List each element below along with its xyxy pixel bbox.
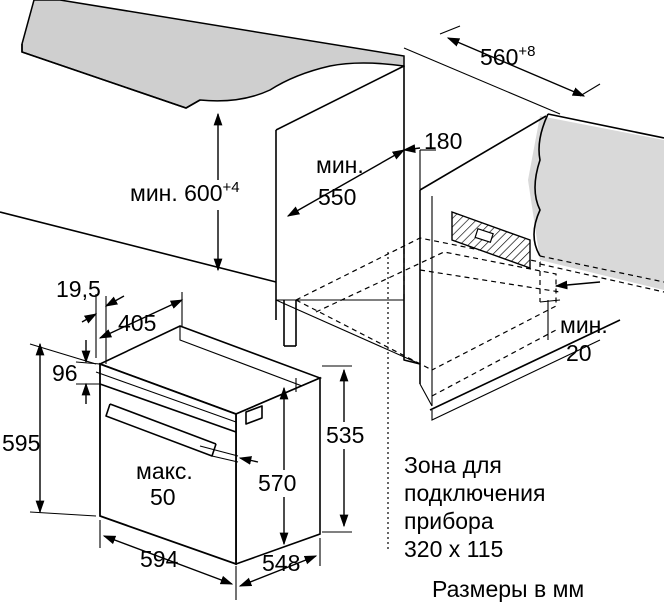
- side-gap-label-line1: мин.: [560, 312, 608, 338]
- connection-zone-line3: прибора: [404, 508, 494, 535]
- total-height-label: 595: [2, 430, 41, 456]
- right-cabinet: [528, 113, 664, 293]
- connection-zone-line1: Зона для: [404, 452, 502, 479]
- niche-housing: [0, 47, 621, 421]
- niche-depth-label-line2: 550: [318, 184, 357, 210]
- top-height-label: 96: [52, 360, 78, 386]
- niche-height-label: мин. 600+4: [130, 179, 242, 210]
- niche-width-label: 560+8: [480, 43, 536, 70]
- total-width-label: 594: [140, 546, 179, 572]
- inner-height-label: 570: [258, 470, 297, 497]
- max-gap-label-line1: макс.: [136, 458, 193, 485]
- connection-zone-line4: 320 x 115: [404, 536, 504, 563]
- body-height-label: 535: [326, 422, 365, 449]
- units-note: Размеры в мм: [432, 576, 585, 602]
- connection-zone: [387, 211, 531, 550]
- countertop: [21, 0, 405, 109]
- frame-offset-label: 19,5: [56, 276, 101, 302]
- side-gap-label-line2: 20: [566, 340, 592, 366]
- total-depth-label: 548: [262, 550, 301, 576]
- niche-depth-label-line1: мин.: [316, 152, 364, 178]
- top-depth-label: 405: [118, 310, 157, 336]
- rear-gap-label: 180: [424, 128, 463, 154]
- oven: [95, 325, 323, 566]
- connection-zone-line2: подключения: [404, 480, 546, 507]
- max-gap-label-line2: 50: [150, 484, 176, 510]
